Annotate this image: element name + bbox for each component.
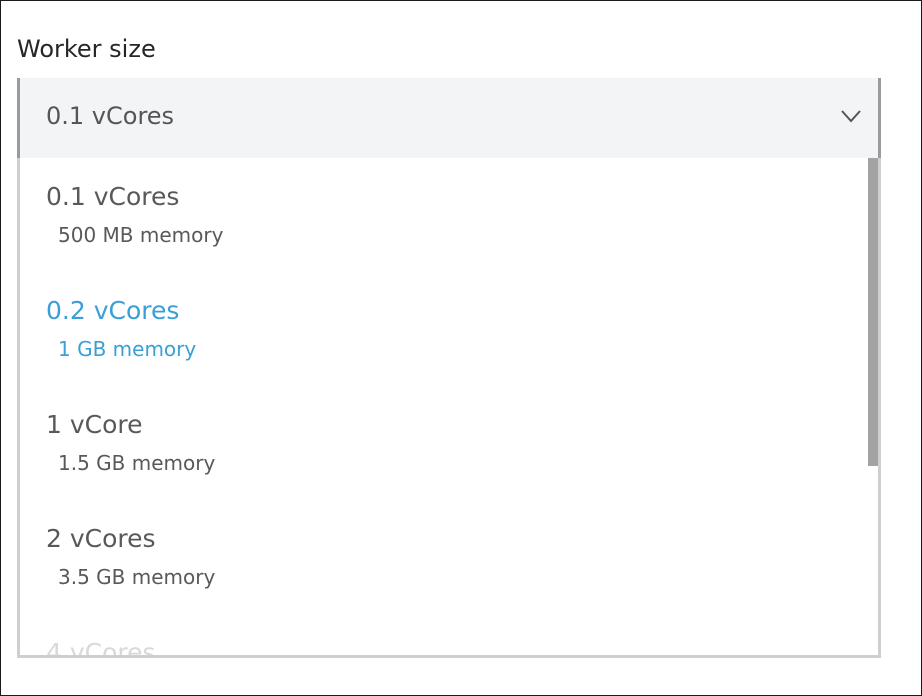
worker-size-options-list: 0.1 vCores 500 MB memory 0.2 vCores 1 GB… [17,158,881,658]
option-title: 1 vCore [46,410,143,439]
option-4-vcores[interactable]: 4 vCores [20,614,865,658]
worker-size-select[interactable]: 0.1 vCores [17,78,881,158]
option-0-2-vcores[interactable]: 0.2 vCores 1 GB memory [20,272,865,386]
scrollbar-thumb[interactable] [868,158,878,466]
option-memory: 1 GB memory [58,337,197,361]
option-2-vcores[interactable]: 2 vCores 3.5 GB memory [20,500,865,614]
option-1-vcore[interactable]: 1 vCore 1.5 GB memory [20,386,865,500]
option-memory: 3.5 GB memory [58,565,216,589]
worker-size-label: Worker size [17,35,156,63]
option-title: 0.1 vCores [46,182,180,211]
chevron-down-icon[interactable] [840,108,862,124]
option-0-1-vcores[interactable]: 0.1 vCores 500 MB memory [20,158,865,272]
option-title: 4 vCores [46,638,156,658]
option-memory: 500 MB memory [58,223,224,247]
option-title: 2 vCores [46,524,156,553]
option-memory: 1.5 GB memory [58,451,216,475]
selected-value: 0.1 vCores [46,102,175,130]
option-title: 0.2 vCores [46,296,180,325]
